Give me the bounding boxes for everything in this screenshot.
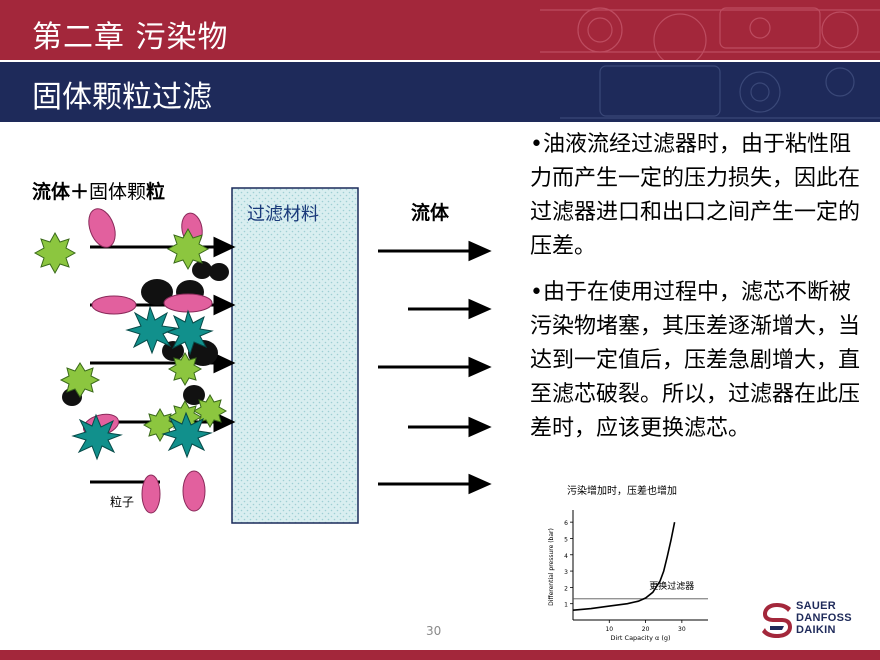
chapter-title-bar: 第二章 污染物 [0, 0, 880, 60]
bottom-bar [0, 650, 880, 660]
filter-material-label: 过滤材料 [247, 204, 319, 225]
x-axis-label: Dirt Capacity α (g) [610, 634, 670, 642]
y-tick-label: 2 [564, 585, 568, 592]
x-tick-label: 10 [605, 626, 613, 633]
y-axis-label: Differential pressure (bar) [548, 528, 555, 606]
engine-watermark-graphic [540, 7, 880, 60]
logo-mark-icon [762, 603, 792, 638]
filtration-diagram-graphic [33, 187, 492, 524]
output-fluid-label: 流体 [411, 202, 450, 224]
teal-particles [71, 305, 214, 461]
chapter-title: 第二章 污染物 [32, 20, 229, 55]
page-number: 30 [426, 624, 442, 638]
y-tick-label: 4 [564, 553, 568, 560]
replace-threshold-label: 更换过滤器 [649, 580, 694, 592]
y-tick-label: 5 [564, 536, 568, 543]
input-label-part2: 固体颗 [89, 181, 147, 203]
y-tick-label: 6 [564, 520, 568, 527]
sauer-danfoss-daikin-logo: SAUER DANFOSS DAIKIN [760, 600, 870, 640]
section-title: 固体颗粒过滤 [32, 80, 212, 115]
paragraph-pressure-loss: •油液流经过滤器时，由于粘性阻力而产生一定的压力损失，因此在过滤器进口和出口之间… [530, 132, 861, 259]
x-tick-label: 20 [642, 626, 650, 633]
logo-line-daikin: DAIKIN [796, 624, 836, 636]
pressure-curve [572, 522, 676, 611]
input-label-part3: 粒 [146, 181, 166, 203]
section-title-bar: 固体颗粒过滤 [0, 62, 880, 122]
input-label: 流体＋固体颗粒 [32, 177, 165, 204]
logo-line-sauer: SAUER [796, 600, 837, 612]
filtration-diagram: 流体＋固体颗粒 过滤材料 流体 粒子 [0, 125, 520, 535]
outflow-arrows [378, 240, 492, 495]
input-label-part1: 流体＋ [32, 181, 90, 203]
y-tick-label: 1 [564, 602, 568, 609]
filter-material-block [231, 187, 359, 524]
pink-particles [82, 208, 213, 514]
paragraph-replace-element: •由于在使用过程中，滤芯不断被污染物堵塞，其压差逐渐增大，当达到一定值后，压差急… [530, 280, 861, 441]
explanation-text: •油液流经过滤器时，由于粘性阻力而产生一定的压力损失，因此在过滤器进口和出口之间… [530, 128, 870, 446]
engine-watermark-graphic [560, 65, 880, 119]
logo-line-danfoss: DANFOSS [796, 612, 852, 624]
chart-title: 污染增加时，压差也增加 [567, 484, 677, 497]
y-tick-label: 3 [564, 569, 568, 576]
x-tick-label: 30 [678, 626, 686, 633]
particle-label: 粒子 [110, 495, 135, 509]
